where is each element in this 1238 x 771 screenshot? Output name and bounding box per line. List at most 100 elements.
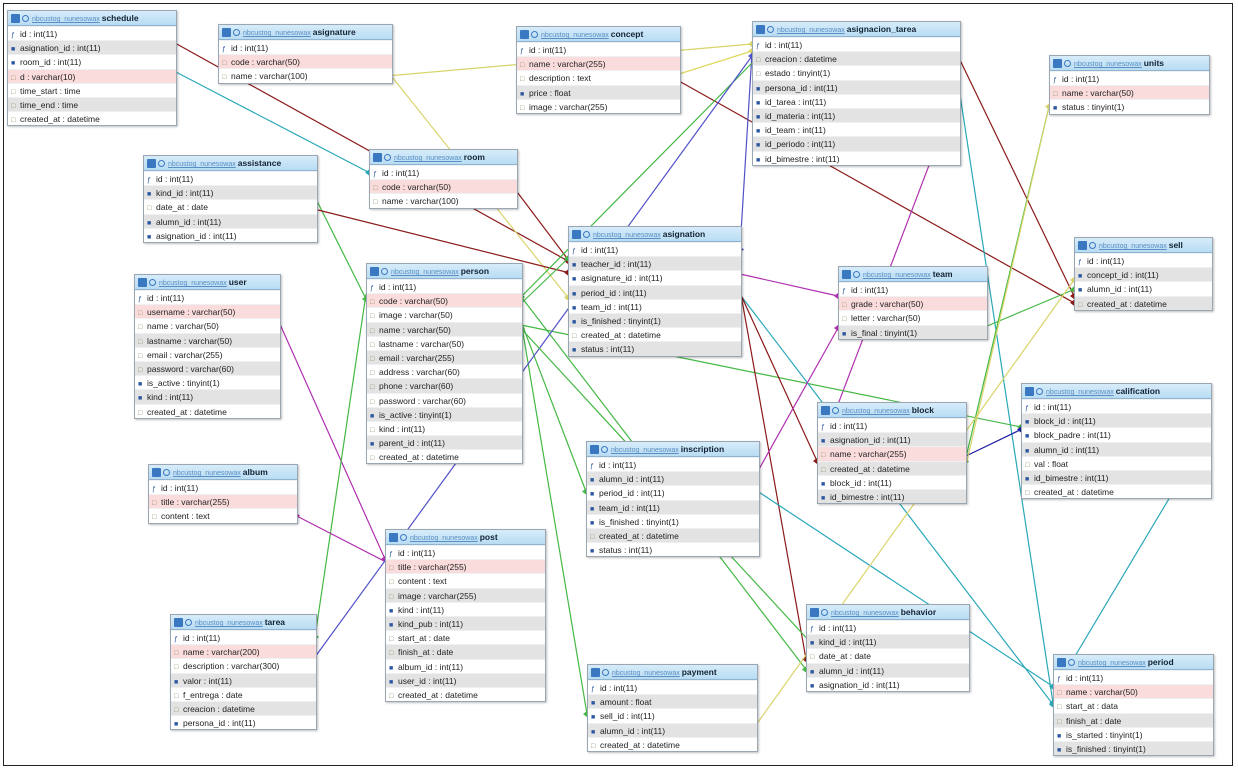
table-collapse-icon[interactable] [373, 153, 382, 163]
table-options-icon[interactable] [1068, 659, 1075, 667]
database-name-link[interactable]: nbcustog_nunesowax [831, 610, 899, 617]
database-name-link[interactable]: nbcustog_nunesowax [32, 16, 100, 23]
table-collapse-icon[interactable] [138, 278, 147, 288]
database-name-link[interactable]: nbcustog_nunesowax [612, 670, 680, 677]
database-name-link[interactable]: nbcustog_nunesowax [541, 32, 609, 39]
table-collapse-icon[interactable] [842, 270, 851, 280]
table-collapse-icon[interactable] [152, 468, 161, 478]
table-collapse-icon[interactable] [1057, 658, 1066, 668]
table-options-icon[interactable] [400, 534, 407, 542]
table-options-icon[interactable] [149, 279, 156, 287]
table-collapse-icon[interactable] [821, 406, 830, 416]
table-collapse-icon[interactable] [370, 267, 379, 277]
table-options-icon[interactable] [1036, 388, 1043, 396]
table-collapse-icon[interactable] [11, 14, 20, 24]
table-options-icon[interactable] [233, 29, 240, 37]
table-options-icon[interactable] [767, 26, 774, 34]
database-name-link[interactable]: nbcustog_nunesowax [173, 470, 241, 477]
table-options-icon[interactable] [158, 160, 165, 168]
table-collapse-icon[interactable] [756, 25, 765, 35]
table-options-icon[interactable] [531, 31, 538, 39]
database-name-link[interactable]: nbcustog_nunesowax [1074, 61, 1142, 68]
table-collapse-icon[interactable] [591, 668, 600, 678]
database-name-link[interactable]: nbcustog_nunesowax [593, 232, 661, 239]
database-name-link[interactable]: nbcustog_nunesowax [159, 280, 227, 287]
table-options-icon[interactable] [853, 271, 860, 279]
table-options-icon[interactable] [1089, 242, 1096, 250]
table-options-icon[interactable] [1064, 60, 1071, 68]
database-name-link[interactable]: nbcustog_nunesowax [394, 155, 462, 162]
database-name-link[interactable]: nbcustog_nunesowax [842, 408, 910, 415]
table-options-icon[interactable] [22, 15, 29, 23]
table-collapse-icon[interactable] [572, 230, 581, 240]
database-name-link[interactable]: nbcustog_nunesowax [195, 620, 263, 627]
table-options-icon[interactable] [583, 231, 590, 239]
table-collapse-icon[interactable] [1025, 387, 1034, 397]
table-options-icon[interactable] [821, 609, 828, 617]
table-collapse-icon[interactable] [810, 608, 819, 618]
table-options-icon[interactable] [832, 407, 839, 415]
database-name-link[interactable]: nbcustog_nunesowax [168, 161, 236, 168]
table-collapse-icon[interactable] [389, 533, 398, 543]
database-name-link[interactable]: nbcustog_nunesowax [243, 30, 311, 37]
database-name-link[interactable]: nbcustog_nunesowax [1046, 389, 1114, 396]
database-name-link[interactable]: nbcustog_nunesowax [1078, 660, 1146, 667]
table-options-icon[interactable] [602, 669, 609, 677]
database-name-link[interactable]: nbcustog_nunesowax [410, 535, 478, 542]
database-name-link[interactable]: nbcustog_nunesowax [391, 269, 459, 276]
table-options-icon[interactable] [381, 268, 388, 276]
database-name-link[interactable]: nbcustog_nunesowax [777, 27, 845, 34]
table-collapse-icon[interactable] [590, 445, 599, 455]
table-collapse-icon[interactable] [520, 30, 529, 40]
database-name-link[interactable]: nbcustog_nunesowax [863, 272, 931, 279]
table-options-icon[interactable] [384, 154, 391, 162]
table-options-icon[interactable] [185, 619, 192, 627]
table-options-icon[interactable] [601, 446, 608, 454]
table-collapse-icon[interactable] [1078, 241, 1087, 251]
table-collapse-icon[interactable] [222, 28, 231, 38]
database-name-link[interactable]: nbcustog_nunesowax [1099, 243, 1167, 250]
database-name-link[interactable]: nbcustog_nunesowax [611, 447, 679, 454]
table-collapse-icon[interactable] [174, 618, 183, 628]
